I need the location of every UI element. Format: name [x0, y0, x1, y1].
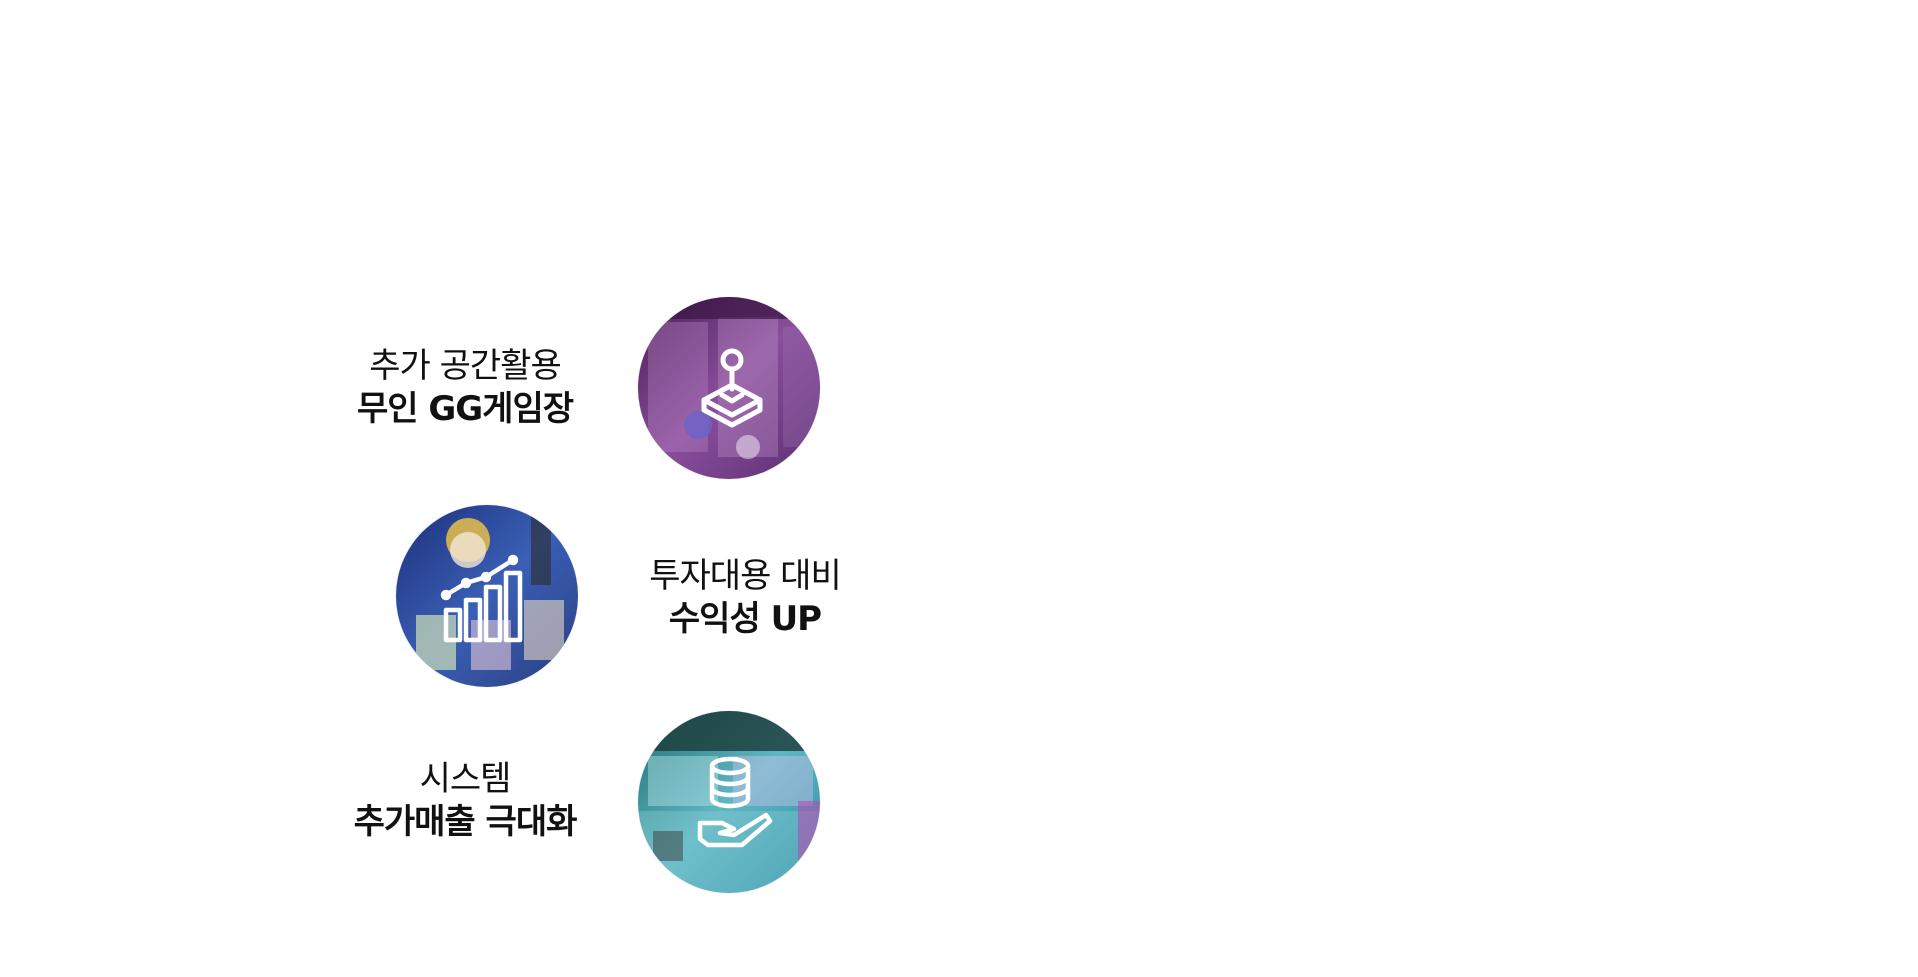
joystick-icon — [638, 297, 820, 479]
growth-chart-icon — [396, 505, 578, 687]
feature-2-subtitle: 투자대용 대비 — [649, 556, 842, 596]
coin-stack-hand-icon — [638, 711, 820, 893]
feature-1-title: 무인 GG게임장 — [356, 389, 574, 429]
feature-1-text: 추가 공간활용 무인 GG게임장 — [330, 345, 600, 431]
feature-3-title: 추가매출 극대화 — [353, 802, 578, 842]
feature-1-image — [638, 297, 820, 479]
feature-2-image — [396, 505, 578, 687]
feature-3-subtitle: 시스템 — [419, 759, 512, 799]
feature-1-subtitle: 추가 공간활용 — [369, 346, 562, 386]
feature-3-image — [638, 711, 820, 893]
feature-2-text: 투자대용 대비 수익성 UP — [620, 555, 870, 641]
feature-2-title: 수익성 UP — [668, 599, 822, 639]
feature-3-text: 시스템 추가매출 극대화 — [330, 758, 600, 844]
